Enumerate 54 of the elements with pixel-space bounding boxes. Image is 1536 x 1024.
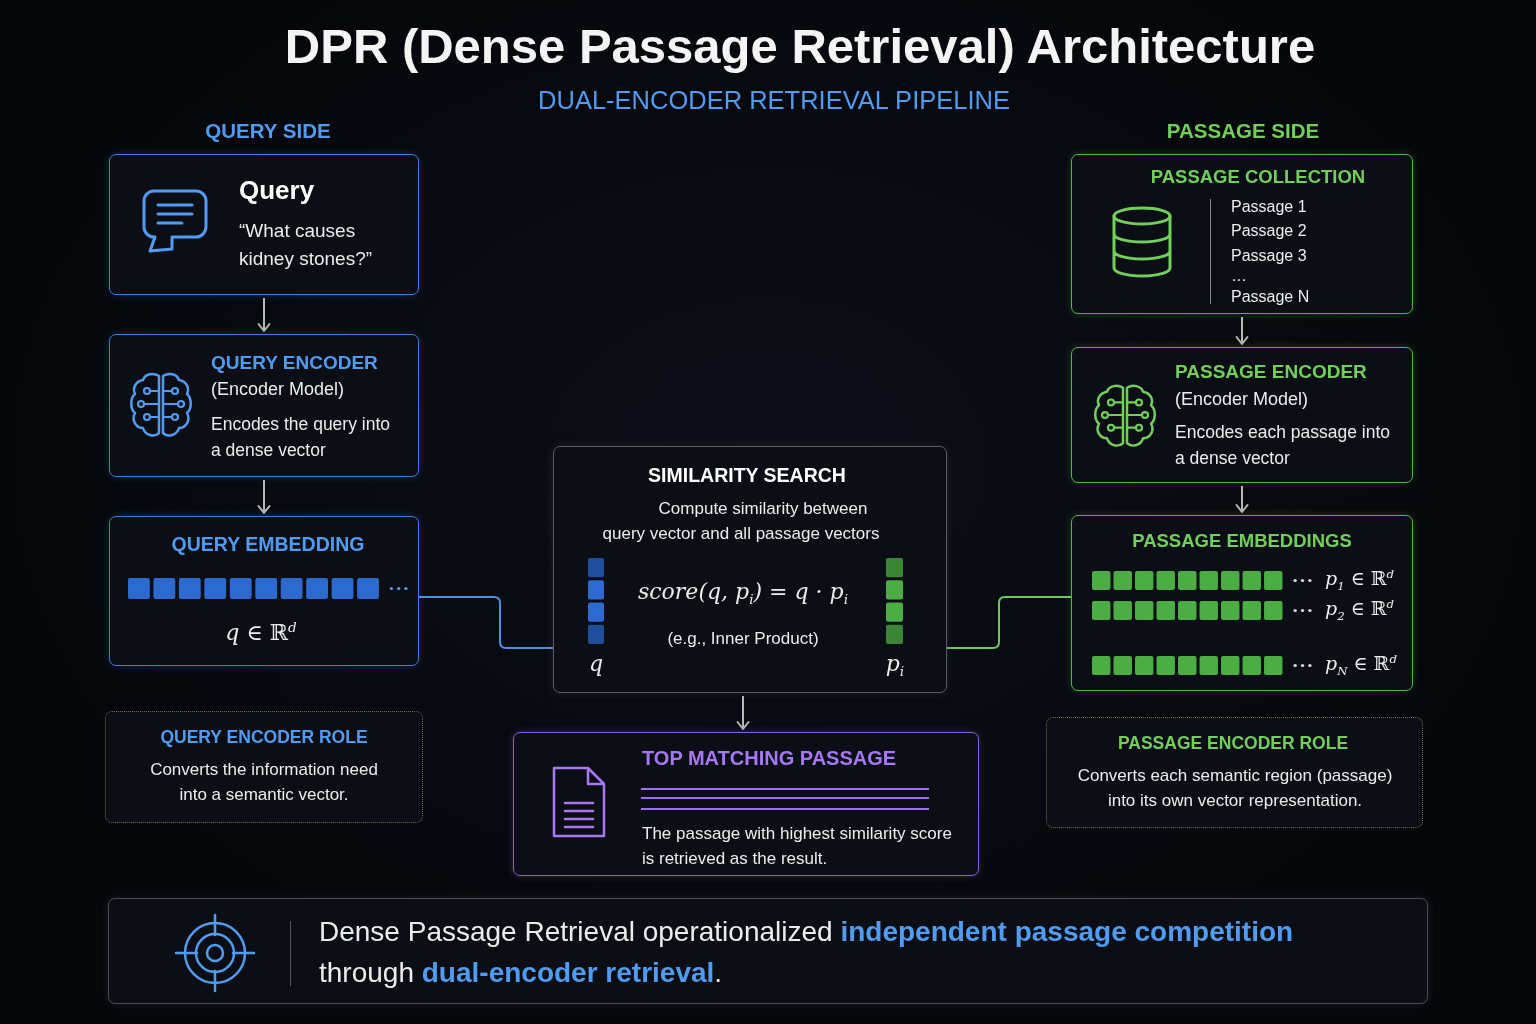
- passage-item: Passage N: [1231, 287, 1311, 307]
- box-heading: PASSAGE ENCODER: [1175, 361, 1368, 384]
- embedding-box: [1071, 515, 1413, 691]
- variable-label: q: [587, 651, 605, 678]
- similarity-box: [553, 446, 947, 693]
- box-heading: Query: [239, 175, 316, 207]
- column-heading: QUERY SIDE: [204, 119, 332, 144]
- model-label: (Encoder Model): [211, 379, 346, 401]
- diagram-title: DPR (Dense Passage Retrieval) Architecture: [283, 18, 1317, 75]
- encoder-box: [109, 334, 419, 477]
- note-box: [1046, 717, 1423, 828]
- description: Encodes each passage into a dense vector: [1175, 421, 1392, 470]
- arrow: [736, 695, 750, 730]
- passage-item: Passage 2: [1231, 221, 1308, 241]
- vector-notation: q ∈ ℝ$^{d}$: [224, 620, 298, 647]
- formula: score(q, p$_{i}$) = q · p$_{i}$: [637, 579, 849, 606]
- ellipsis: …: [1231, 266, 1248, 286]
- column-heading: PASSAGE SIDE: [1165, 119, 1321, 144]
- passage-item: Passage 1: [1231, 197, 1308, 217]
- connector-line: [946, 596, 1072, 649]
- box-heading: QUERY ENCODER: [211, 352, 379, 375]
- result-box: [513, 732, 979, 876]
- box-heading: QUERY EMBEDDING: [170, 533, 366, 557]
- description: Encodes the query into a dense vector: [211, 413, 391, 462]
- arrow: [1235, 485, 1249, 513]
- model-label: (Encoder Model): [1175, 389, 1310, 411]
- box-heading: PASSAGE ENCODER ROLE: [1116, 733, 1350, 754]
- description: Converts each semantic region (passage) into its own vector representation.: [1076, 765, 1394, 812]
- passage-item: Passage 3: [1231, 246, 1308, 266]
- subtitle: DUAL-ENCODER RETRIEVAL PIPELINE: [537, 85, 1011, 116]
- collection-box: [1071, 154, 1413, 314]
- description: Converts the information need into a semantic vector.: [149, 759, 379, 806]
- vector-notation: p$_{1}$ ∈ ℝ$^{d}$: [1325, 567, 1396, 590]
- note-box: [105, 711, 423, 823]
- box-heading: SIMILARITY SEARCH: [647, 464, 847, 488]
- query-box: [109, 154, 419, 295]
- variable-label: p$_{i}$: [884, 651, 906, 678]
- summary-text: Dense Passage Retrieval operationalized independent passage competition through dual-encoder retrieval.: [319, 915, 1295, 990]
- box-heading: PASSAGE COLLECTION: [1149, 166, 1367, 189]
- box-heading: PASSAGE EMBEDDINGS: [1131, 530, 1353, 553]
- vector-notation: p$_{N}$ ∈ ℝ$^{d}$: [1325, 652, 1398, 675]
- summary-box: [108, 898, 1428, 1004]
- encoder-box: [1071, 347, 1413, 483]
- arrow: [257, 297, 271, 332]
- connector-line: [418, 596, 554, 649]
- description: (e.g., Inner Product): [666, 629, 820, 650]
- arrow: [1235, 316, 1249, 345]
- vector-notation: p$_{2}$ ∈ ℝ$^{d}$: [1325, 597, 1396, 620]
- box-heading: QUERY ENCODER ROLE: [159, 727, 369, 748]
- box-heading: TOP MATCHING PASSAGE: [642, 746, 898, 770]
- query-text: “What causes kidney stones?”: [239, 219, 374, 271]
- embedding-box: [109, 516, 419, 666]
- arrow: [257, 479, 271, 514]
- description: The passage with highest similarity score is retrieved as the result.: [642, 823, 953, 870]
